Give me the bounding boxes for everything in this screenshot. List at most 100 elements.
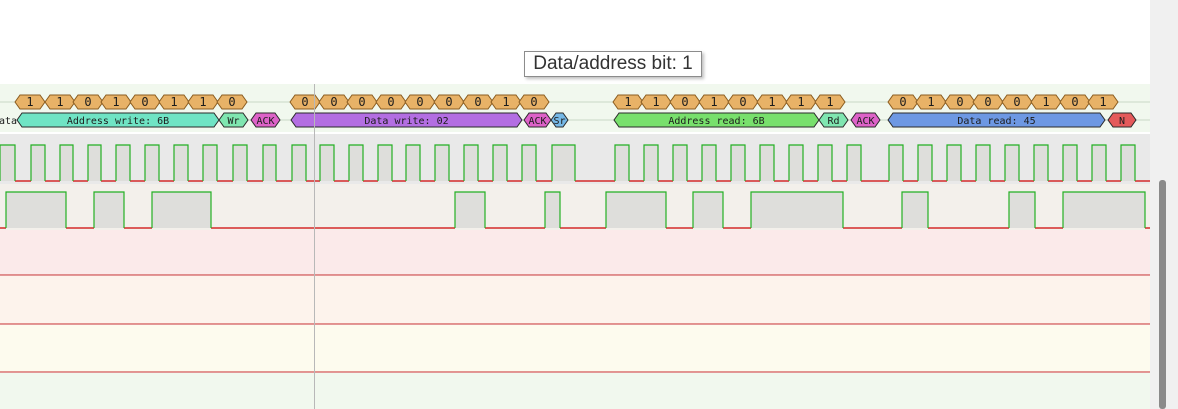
sda-trace-high-pulse bbox=[902, 192, 928, 228]
bit-cell bbox=[1087, 94, 1119, 110]
annotation-label: N bbox=[1119, 116, 1125, 127]
scl-trace-high-pulse bbox=[1034, 145, 1048, 181]
scl-trace-high-pulse bbox=[673, 145, 687, 181]
scl-trace-high-pulse bbox=[947, 145, 961, 181]
scl-trace-high-pulse bbox=[1092, 145, 1106, 181]
scl-trace-high-pulse bbox=[31, 145, 45, 181]
sda-trace-high-pulse bbox=[751, 192, 843, 228]
bit-label: 0 bbox=[474, 95, 481, 109]
annotation-label: ACK bbox=[256, 116, 274, 127]
bit-label: 0 bbox=[301, 95, 308, 109]
sda-trace-high-pulse bbox=[455, 192, 485, 228]
bit-label: 0 bbox=[84, 95, 91, 109]
scl-trace-high-pulse bbox=[263, 145, 276, 181]
scl-trace-high-pulse bbox=[145, 145, 159, 181]
bit-label: 1 bbox=[652, 95, 659, 109]
scl-trace-high-pulse bbox=[1063, 145, 1077, 181]
bit-label: 0 bbox=[739, 95, 746, 109]
scl-trace-high-pulse bbox=[702, 145, 716, 181]
bit-label: 0 bbox=[445, 95, 452, 109]
logic-analyzer-viewport[interactable]: 110101100000000101101011101000101DataAdd… bbox=[0, 0, 1150, 409]
sda-trace-high-pulse bbox=[6, 192, 66, 228]
trace-row-green bbox=[0, 373, 1150, 409]
scl-trace-high-pulse bbox=[292, 145, 306, 181]
scl-trace-high-pulse bbox=[1005, 145, 1019, 181]
scl-trace-high-pulse bbox=[464, 145, 478, 181]
scl-trace-high-pulse bbox=[378, 145, 392, 181]
scl-trace-high-pulse bbox=[406, 145, 420, 181]
scl-trace-high-pulse bbox=[493, 145, 507, 181]
bit-label: 1 bbox=[710, 95, 717, 109]
bit-label: 1 bbox=[502, 95, 509, 109]
bit-label: 0 bbox=[984, 95, 991, 109]
scl-trace-high-pulse bbox=[615, 145, 629, 181]
tooltip: Data/address bit: 1 bbox=[524, 51, 702, 77]
scl-trace-high-pulse bbox=[0, 145, 15, 181]
scl-trace-high-pulse bbox=[435, 145, 449, 181]
scl-trace-high-pulse bbox=[522, 145, 536, 181]
bit-cell bbox=[814, 94, 846, 110]
annotation-label: ACK bbox=[856, 116, 874, 127]
sda-trace-high-pulse bbox=[152, 192, 211, 228]
scl-trace-high-pulse bbox=[116, 145, 130, 181]
scl-trace-high-pulse bbox=[760, 145, 774, 181]
annotation-label: Sr bbox=[553, 116, 565, 127]
annotation-label: Wr bbox=[227, 116, 239, 127]
scl-trace-high-pulse bbox=[789, 145, 803, 181]
annotation-ack bbox=[250, 112, 281, 128]
scrollbar-thumb[interactable] bbox=[1159, 180, 1166, 409]
annotation-ack bbox=[850, 112, 881, 128]
annotation-nack bbox=[1107, 112, 1137, 128]
scl-trace-high-pulse bbox=[889, 145, 903, 181]
annotation-label: Data write: 02 bbox=[364, 116, 448, 127]
bit-label: 1 bbox=[797, 95, 804, 109]
bit-label: 0 bbox=[1071, 95, 1078, 109]
annotation-repeated-start bbox=[550, 112, 569, 128]
bit-label: 1 bbox=[624, 95, 631, 109]
bit-label: 1 bbox=[927, 95, 934, 109]
bit-label: 1 bbox=[26, 95, 33, 109]
annotation-data-read bbox=[887, 112, 1106, 128]
bit-label: 1 bbox=[768, 95, 775, 109]
scl-trace-high-pulse bbox=[88, 145, 101, 181]
annotation-label: Data bbox=[0, 116, 17, 127]
scl-trace-high-pulse bbox=[320, 145, 334, 181]
bit-label: 0 bbox=[330, 95, 337, 109]
bit-label: 0 bbox=[228, 95, 235, 109]
sda-trace-high-pulse bbox=[1063, 192, 1145, 228]
annotation-label: Address write: 6B bbox=[67, 116, 169, 127]
scl-trace-high-pulse bbox=[174, 145, 188, 181]
bit-label: 1 bbox=[56, 95, 63, 109]
scl-trace-high-pulse bbox=[731, 145, 745, 181]
trace-row-pink bbox=[0, 230, 1150, 275]
scl-trace-high-pulse bbox=[203, 145, 217, 181]
bit-label: 0 bbox=[416, 95, 423, 109]
bit-label: 0 bbox=[1013, 95, 1020, 109]
annotation-wr-rd bbox=[818, 112, 849, 128]
scl-trace-high-pulse bbox=[644, 145, 658, 181]
sda-trace-high-pulse bbox=[545, 192, 560, 228]
bit-label: 1 bbox=[1099, 95, 1106, 109]
annotation-label: ACK bbox=[528, 116, 546, 127]
waveform-canvas: 110101100000000101101011101000101DataAdd… bbox=[0, 94, 1150, 373]
scl-trace-high-pulse bbox=[818, 145, 832, 181]
bit-label: 0 bbox=[358, 95, 365, 109]
scl-trace-high-pulse bbox=[349, 145, 363, 181]
sda-trace-high-pulse bbox=[693, 192, 723, 228]
bit-label: 0 bbox=[387, 95, 394, 109]
bit-cell bbox=[518, 94, 550, 110]
scl-trace-high-pulse bbox=[233, 145, 247, 181]
bit-label: 1 bbox=[112, 95, 119, 109]
bit-label: 1 bbox=[170, 95, 177, 109]
scl-trace-high-pulse bbox=[847, 145, 861, 181]
trace-row-cream bbox=[0, 325, 1150, 372]
bit-label: 1 bbox=[1042, 95, 1049, 109]
scl-trace-high-pulse bbox=[918, 145, 932, 181]
bit-label: 1 bbox=[826, 95, 833, 109]
annotation-label: Address read: 6B bbox=[668, 116, 764, 127]
scl-trace-high-pulse bbox=[1121, 145, 1135, 181]
sda-trace-high-pulse bbox=[606, 192, 666, 228]
sda-trace-high-pulse bbox=[1009, 192, 1035, 228]
annotation-data-write bbox=[290, 112, 523, 128]
annotation-label: Rd bbox=[827, 116, 839, 127]
